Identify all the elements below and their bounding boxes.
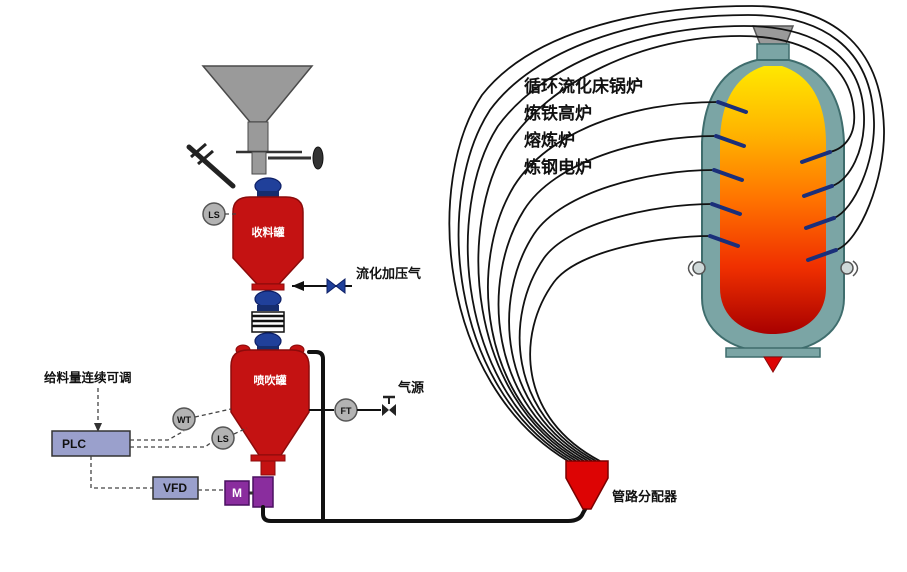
tuyere-icon — [716, 100, 748, 114]
dome-valve-bottom-band — [257, 346, 279, 351]
application-item: 熔炼炉 — [524, 130, 575, 150]
furnace-flame-interior — [720, 66, 826, 334]
hopper-neck — [247, 121, 269, 153]
distributor-assembly: 管路分配器 — [565, 460, 678, 510]
plc-box — [51, 430, 131, 457]
plc-label: PLC — [62, 437, 86, 451]
furnace-trunnion-left-icon — [692, 261, 706, 275]
fluidizing-gas-arrow-icon — [292, 281, 304, 291]
rotary-feeder — [252, 476, 274, 508]
injection-lance-pipe — [457, 14, 875, 462]
feed-hopper — [186, 65, 324, 189]
furnace-taphole-icon — [763, 356, 783, 373]
control-system: 给料量连续可调 PLC VFD — [44, 370, 224, 500]
furnace — [687, 25, 859, 373]
weight-transmitter-tag: WT — [177, 415, 191, 425]
dome-valve-top-band — [257, 191, 279, 197]
feed-note-arrowhead-icon — [94, 423, 102, 432]
injection-lance-pipe — [487, 101, 719, 462]
receiving-tank-assembly: 收料罐 LS 流化加压气 — [202, 177, 421, 351]
wt-signal-line — [194, 408, 232, 418]
pipe-bundle — [448, 5, 885, 462]
furnace-hook-right-icon — [852, 260, 859, 277]
conveying-lines — [261, 350, 589, 523]
tuyere-icon — [710, 202, 742, 216]
hopper-funnel — [201, 65, 314, 123]
injection-tank-vessel — [230, 349, 310, 456]
tuyere-icon — [804, 216, 836, 230]
furnace-base — [725, 347, 821, 358]
injection-lance-pipe — [448, 5, 885, 462]
receiving-tank-vessel — [232, 196, 304, 285]
injection-lance-pipe — [497, 135, 717, 462]
gas-valve-right — [389, 404, 396, 416]
injection-tank-flange — [250, 454, 286, 462]
plc-to-vfd-line — [90, 456, 153, 489]
distributor-label: 管路分配器 — [612, 489, 678, 504]
flow-transmitter-tag: FT — [341, 406, 352, 416]
tuyere-group — [708, 100, 838, 262]
feed-pipe-flange-1 — [197, 149, 214, 166]
vfd-label: VFD — [163, 481, 187, 495]
distributor-body — [565, 460, 609, 510]
feed-pipe-flange-2 — [190, 142, 207, 159]
fluidizing-gas-valve-right — [335, 277, 346, 295]
main-conveying-pipe — [261, 504, 589, 523]
gas-source-label: 气源 — [398, 380, 424, 395]
injection-lance-pipe — [508, 169, 715, 462]
tank-bypass-pipe — [307, 350, 325, 521]
fluidizing-gas-label: 流化加压气 — [356, 266, 421, 281]
receiving-tank-label: 收料罐 — [252, 225, 285, 239]
plc-to-wt-line — [130, 430, 185, 441]
tuyere-icon — [708, 234, 740, 248]
plc-to-ls-line — [130, 441, 213, 448]
weight-transmitter-icon — [172, 407, 196, 431]
motor-label: M — [232, 486, 242, 500]
injection-lance-pipe — [518, 203, 713, 462]
furnace-trunnion-right-icon — [840, 261, 854, 275]
level-switch-top-tag: LS — [208, 210, 220, 220]
tuyere-icon — [714, 134, 746, 148]
injection-lance-pipe — [466, 25, 865, 462]
tuyere-icon — [802, 184, 834, 198]
level-switch-bottom-icon — [211, 426, 235, 450]
level-switch-bottom-tag: LS — [217, 434, 229, 444]
tuyere-icon — [800, 150, 832, 164]
dome-valve-middle-band — [257, 305, 279, 311]
injection-tank-assembly: 喷吹罐 M WT LS FT 气源 — [172, 344, 424, 508]
furnace-hook-left-icon — [687, 260, 694, 277]
hopper-spool — [251, 151, 267, 175]
dome-valve-middle-icon — [254, 290, 282, 308]
gas-valve-left — [382, 404, 389, 416]
application-item: 炼钢电炉 — [524, 157, 592, 177]
application-list: 循环流化床锅炉 炼铁高炉 熔炼炉 炼钢电炉 — [524, 76, 643, 177]
fluidizing-gas-valve-left — [326, 277, 337, 295]
application-item: 炼铁高炉 — [524, 103, 592, 123]
ls-bottom-signal-line — [233, 427, 248, 435]
tuyere-icon — [712, 168, 744, 182]
injection-tank-label: 喷吹罐 — [254, 373, 287, 387]
feed-note-label: 给料量连续可调 — [44, 370, 132, 385]
injection-lance-pipe — [529, 235, 711, 462]
handwheel-icon — [312, 146, 324, 170]
tuyere-icon — [806, 248, 838, 262]
motor-box — [224, 480, 250, 506]
receiving-tank-flange — [251, 283, 285, 291]
injection-lance-pipe — [477, 35, 856, 462]
injection-tank-neck — [260, 460, 276, 476]
vfd-box — [152, 476, 199, 500]
application-item: 循环流化床锅炉 — [524, 76, 643, 96]
